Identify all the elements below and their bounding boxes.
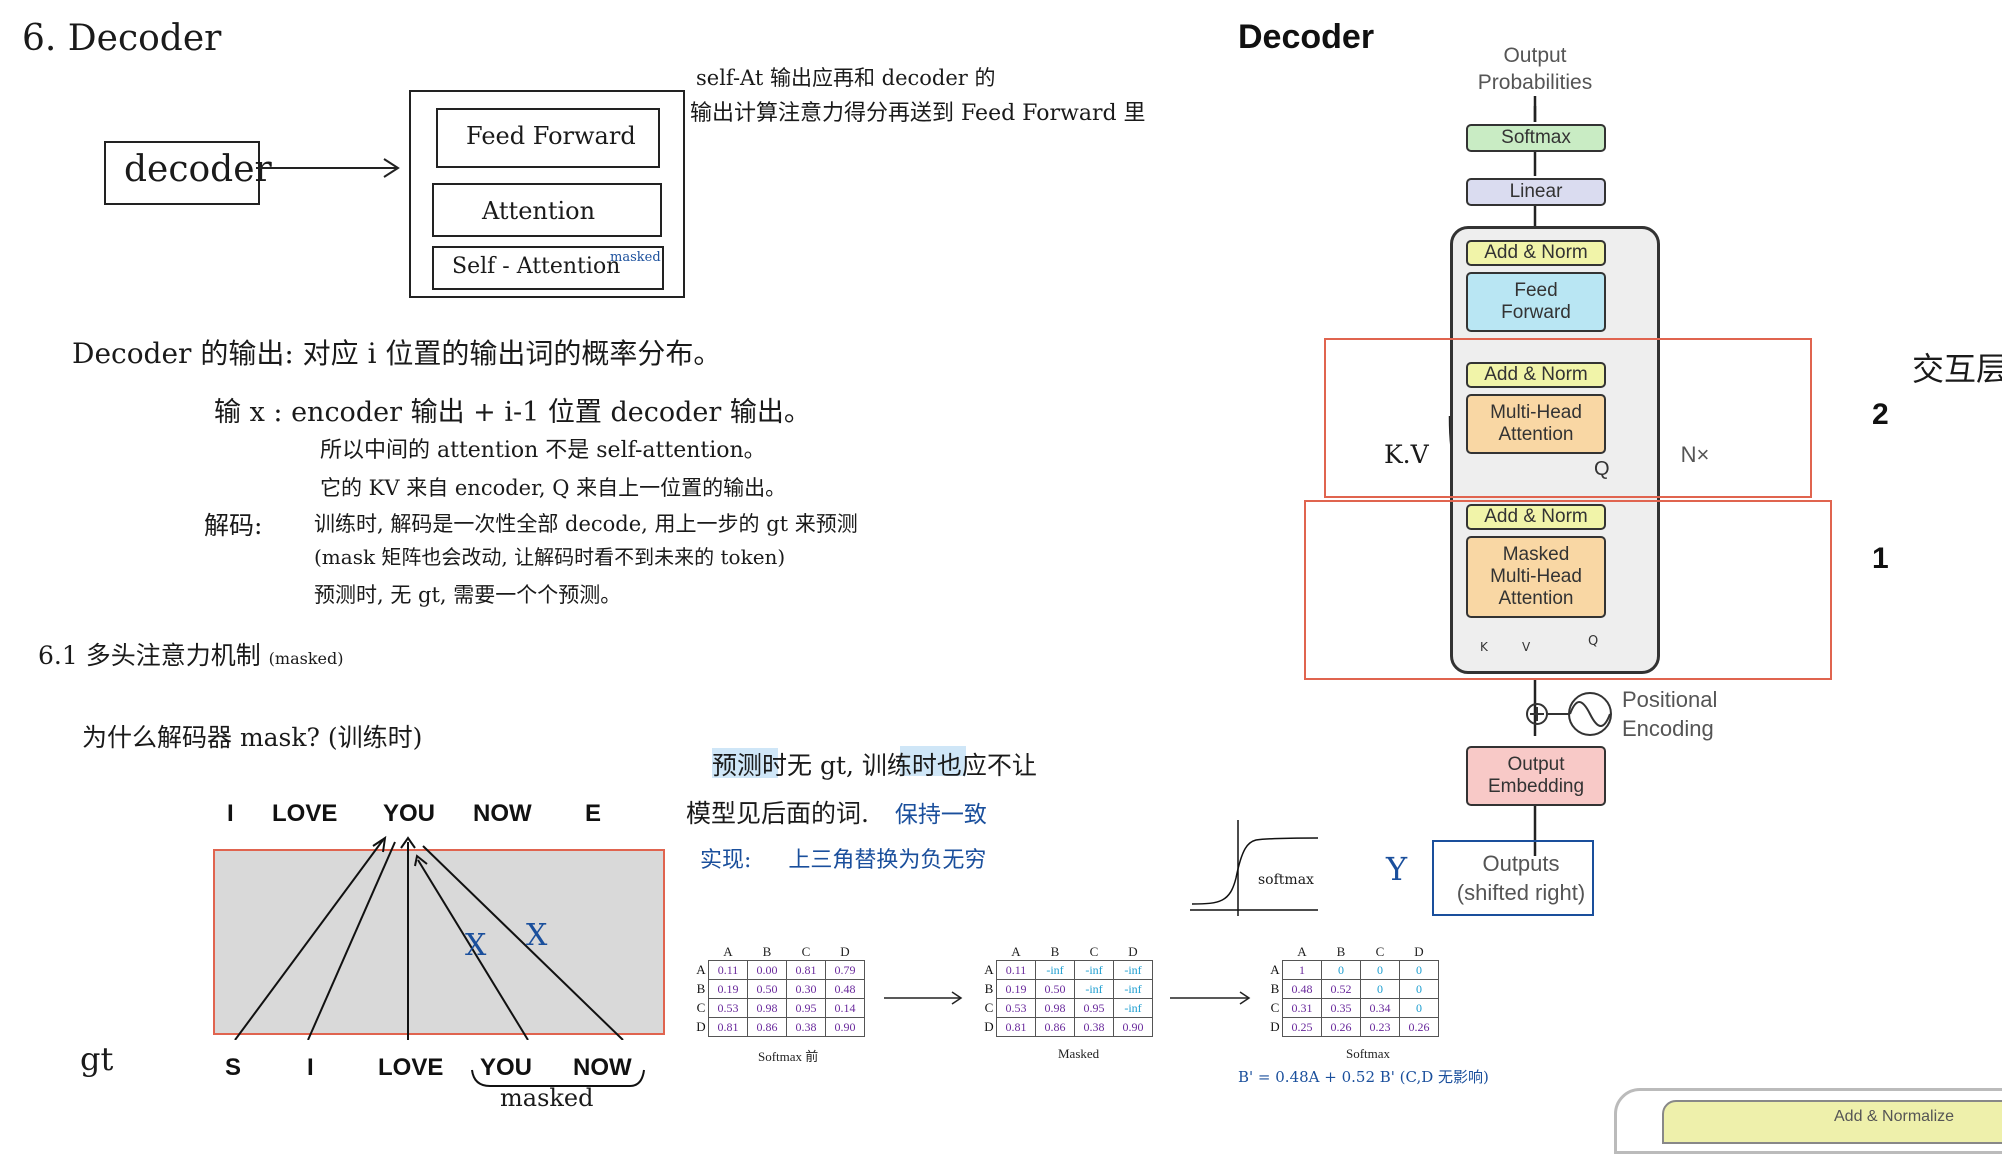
softmax-sketch-label: softmax — [1258, 872, 1314, 888]
highlight-frame-1 — [1304, 500, 1832, 680]
top-token-3: YOU — [383, 800, 436, 827]
why-line: 为什么解码器 mask? (训练时) — [82, 723, 423, 752]
add-norm-middle: Add & Norm — [1466, 362, 1606, 388]
highlight-frame-2 — [1324, 338, 1812, 498]
output-line: Decoder 的输出: 对应 i 位置的输出词的概率分布。 — [72, 337, 722, 370]
nx-label: N× — [1680, 442, 1710, 467]
bottom-token-5: NOW — [573, 1054, 632, 1081]
add-norm-bottom: Add & Norm — [1466, 504, 1606, 530]
k-small: K — [1480, 640, 1488, 654]
positional-encoding-symbol — [1526, 692, 1612, 736]
q-small: Q — [1588, 634, 1599, 649]
v-small: V — [1522, 640, 1531, 654]
note-line-1: self-At 输出应再和 decoder 的 — [696, 66, 996, 90]
cross-mark-2: X — [526, 918, 548, 953]
middle-line-1: 预测时无 gt, 训练时也应不让 — [712, 751, 1037, 780]
table-arrow-2 — [1170, 991, 1251, 1005]
table-after-caption: Softmax — [1346, 1046, 1391, 1061]
gt-label: gt — [80, 1040, 114, 1078]
table-before-caption: Softmax 前 — [758, 1049, 819, 1064]
outputs-frame — [1432, 840, 1594, 916]
middle-line-3-label: 实现: — [700, 848, 752, 873]
output-probabilities: Output Probabilities — [1477, 44, 1593, 95]
marker-2: 2 — [1872, 398, 1889, 431]
decode-line-1: 训练时, 解码是一次性全部 decode, 用上一步的 gt 来预测 — [314, 512, 858, 536]
side-note: 交互层 — [1912, 350, 2002, 388]
add-norm-top: Add & Norm — [1466, 240, 1606, 266]
outputs-label: Outputs (shifted right) — [1456, 851, 1586, 905]
top-token-2: LOVE — [272, 800, 338, 827]
decoder-arrow — [256, 158, 400, 178]
bottom-token-2: I — [307, 1054, 314, 1081]
masked-label: masked — [500, 1084, 594, 1112]
marker-1: 1 — [1872, 542, 1889, 575]
stack-feed-forward-label: Feed Forward — [466, 122, 636, 150]
highlight-1 — [712, 748, 778, 778]
cross-mark-1: X — [465, 928, 487, 963]
positional-encoding-label: Positional Encoding — [1622, 687, 1718, 741]
corner-add-normalize: Add & Normalize — [1662, 1100, 2002, 1144]
softmax-block: Softmax — [1466, 124, 1606, 152]
architecture-title: Decoder — [1238, 18, 1375, 56]
kv-label: K.V — [1384, 440, 1429, 469]
section-heading: 6.1 多头注意力机制 (masked) — [38, 636, 343, 672]
input-sub-1: 所以中间的 attention 不是 self-attention。 — [320, 438, 766, 463]
top-token-4: NOW — [473, 800, 532, 827]
stack-self-attention: Self - Attention masked — [432, 246, 664, 290]
mask-arrows — [234, 835, 624, 1040]
top-token-1: I — [227, 800, 234, 827]
bottom-token-4: YOU — [480, 1054, 533, 1081]
linear-block: Linear — [1466, 178, 1606, 206]
input-sub-2: 它的 KV 来自 encoder, Q 来自上一位置的输出。 — [320, 476, 787, 500]
stack-attention-label: Attention — [482, 197, 596, 225]
masked-brace — [471, 1069, 645, 1087]
table-arrow-1 — [884, 991, 963, 1005]
highlight-2 — [900, 746, 966, 776]
y-label: Y — [1386, 850, 1408, 888]
section-heading-text: 6.1 多头注意力机制 — [38, 641, 261, 670]
bottom-token-3: LOVE — [378, 1054, 444, 1081]
stack-feed-forward: Feed Forward — [436, 108, 660, 168]
mask-diagram-area — [213, 849, 665, 1035]
section-heading-tag: (masked) — [268, 649, 344, 668]
middle-line-2-blue: 保持一致 — [894, 802, 987, 828]
output-embedding-block: Output Embedding — [1466, 746, 1606, 806]
input-line: 输 x : encoder 输出 + i-1 位置 decoder 输出。 — [214, 397, 811, 428]
corner-add-normalize-label: Add & Normalize — [1834, 1108, 1955, 1125]
middle-line-2-text: 模型见后面的词. — [686, 799, 869, 828]
note-line-2: 输出计算注意力得分再送到 Feed Forward 里 — [690, 101, 1146, 126]
masked-tag: masked — [610, 250, 661, 265]
masked-multi-head-attention-block: Masked Multi-Head Attention — [1466, 536, 1606, 618]
stack-self-attention-label: Self - Attention — [452, 254, 621, 279]
decoder-box-label: decoder — [124, 149, 272, 190]
section-title: 6. Decoder — [22, 18, 222, 59]
middle-line-3: 实现: 上三角替换为负无穷 — [700, 842, 986, 874]
top-token-5: E — [585, 800, 602, 827]
formula: B' = 0.48A + 0.52 B' (C,D 无影响) — [1238, 1068, 1489, 1086]
feed-forward-block: Feed Forward — [1466, 272, 1606, 332]
stack-attention: Attention — [432, 183, 662, 237]
bottom-token-1: S — [225, 1054, 242, 1081]
decoder-box: decoder — [104, 141, 272, 205]
q-label: Q — [1594, 458, 1610, 480]
decode-line-2: (mask 矩阵也会改动, 让解码时看不到未来的 token) — [314, 545, 786, 569]
table-masked-caption: Masked — [1058, 1046, 1100, 1061]
multi-head-attention-block: Multi-Head Attention — [1466, 394, 1606, 454]
middle-line-3-text: 上三角替换为负无穷 — [788, 848, 987, 873]
softmax-sketch — [1190, 820, 1319, 916]
decode-line-3: 预测时, 无 gt, 需要一个个预测。 — [314, 583, 622, 607]
middle-line-2: 模型见后面的词. 保持一致 — [686, 794, 987, 830]
decode-label: 解码: — [204, 511, 263, 540]
